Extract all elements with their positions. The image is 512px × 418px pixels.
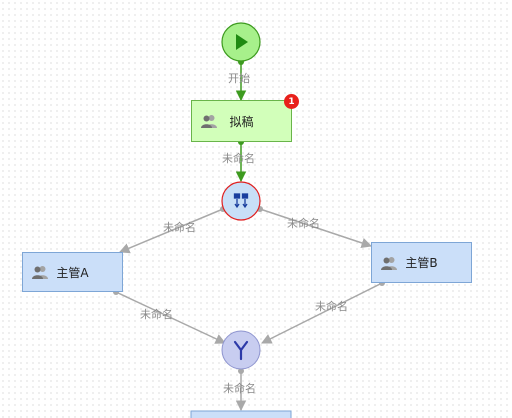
split-gateway-node[interactable] <box>221 181 261 221</box>
port-dot[interactable] <box>238 368 244 374</box>
manager-a-task-node[interactable]: 主管A <box>22 252 123 292</box>
edge-manager-a-to-merge[interactable] <box>115 291 226 344</box>
edge-split-to-manager-a[interactable] <box>119 208 224 254</box>
next-task-node[interactable] <box>190 410 292 418</box>
edge-label-split-to-b: 未命名 <box>287 217 320 230</box>
edge-label-a-to-merge: 未命名 <box>140 308 173 321</box>
edge-split-to-manager-b[interactable] <box>259 208 372 248</box>
merge-icon <box>233 340 249 361</box>
manager-a-label: 主管A <box>56 265 89 280</box>
edge-label-split-to-a: 未命名 <box>163 221 196 234</box>
split-icon <box>233 193 249 209</box>
start-node[interactable] <box>221 22 261 62</box>
merge-gateway-node[interactable] <box>221 330 261 370</box>
notification-badge: 1 <box>284 94 299 109</box>
edge-label-start: 开始 <box>228 72 250 85</box>
user-group-icon <box>381 256 397 270</box>
draft-task-label: 拟稿 <box>229 114 254 129</box>
edge-manager-b-to-merge[interactable] <box>261 282 383 344</box>
edge-label-draft-to-split: 未命名 <box>222 152 255 165</box>
manager-b-label: 主管B <box>405 256 438 270</box>
edge-label-b-to-merge: 未命名 <box>315 300 348 313</box>
manager-b-task-node[interactable]: 主管B <box>371 242 472 283</box>
draft-task-node[interactable]: 拟稿 <box>191 100 292 142</box>
user-group-icon <box>201 115 217 128</box>
play-icon <box>236 34 248 50</box>
edge-label-merge-to-next: 未命名 <box>223 382 256 395</box>
user-group-icon <box>32 266 48 279</box>
